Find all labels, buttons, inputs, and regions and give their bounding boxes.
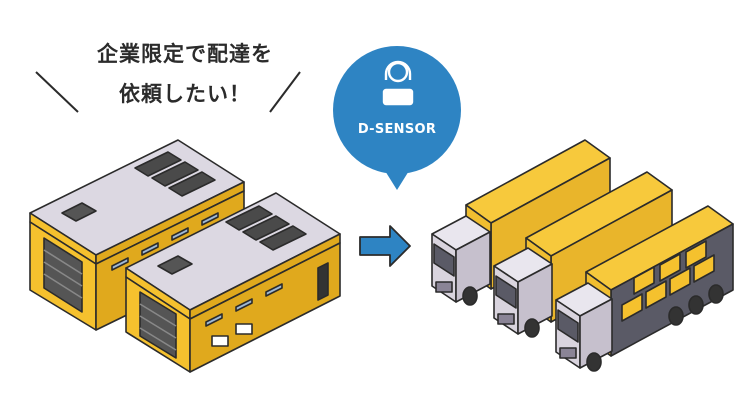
speech-slash-left xyxy=(35,71,79,113)
caption-line-2: 依頼したい！ xyxy=(119,82,251,106)
speech-slash-right xyxy=(269,71,301,113)
cargo-boxes-icon xyxy=(621,240,715,322)
right-arrow-icon xyxy=(359,225,411,267)
headset-operator-icon xyxy=(382,60,414,106)
warehouse-icon xyxy=(125,192,341,373)
d-sensor-badge xyxy=(333,46,461,190)
d-sensor-label: D-SENSOR xyxy=(357,122,437,137)
truck-icon xyxy=(555,205,734,372)
caption-line-1: 企業限定で配達を xyxy=(97,42,273,66)
